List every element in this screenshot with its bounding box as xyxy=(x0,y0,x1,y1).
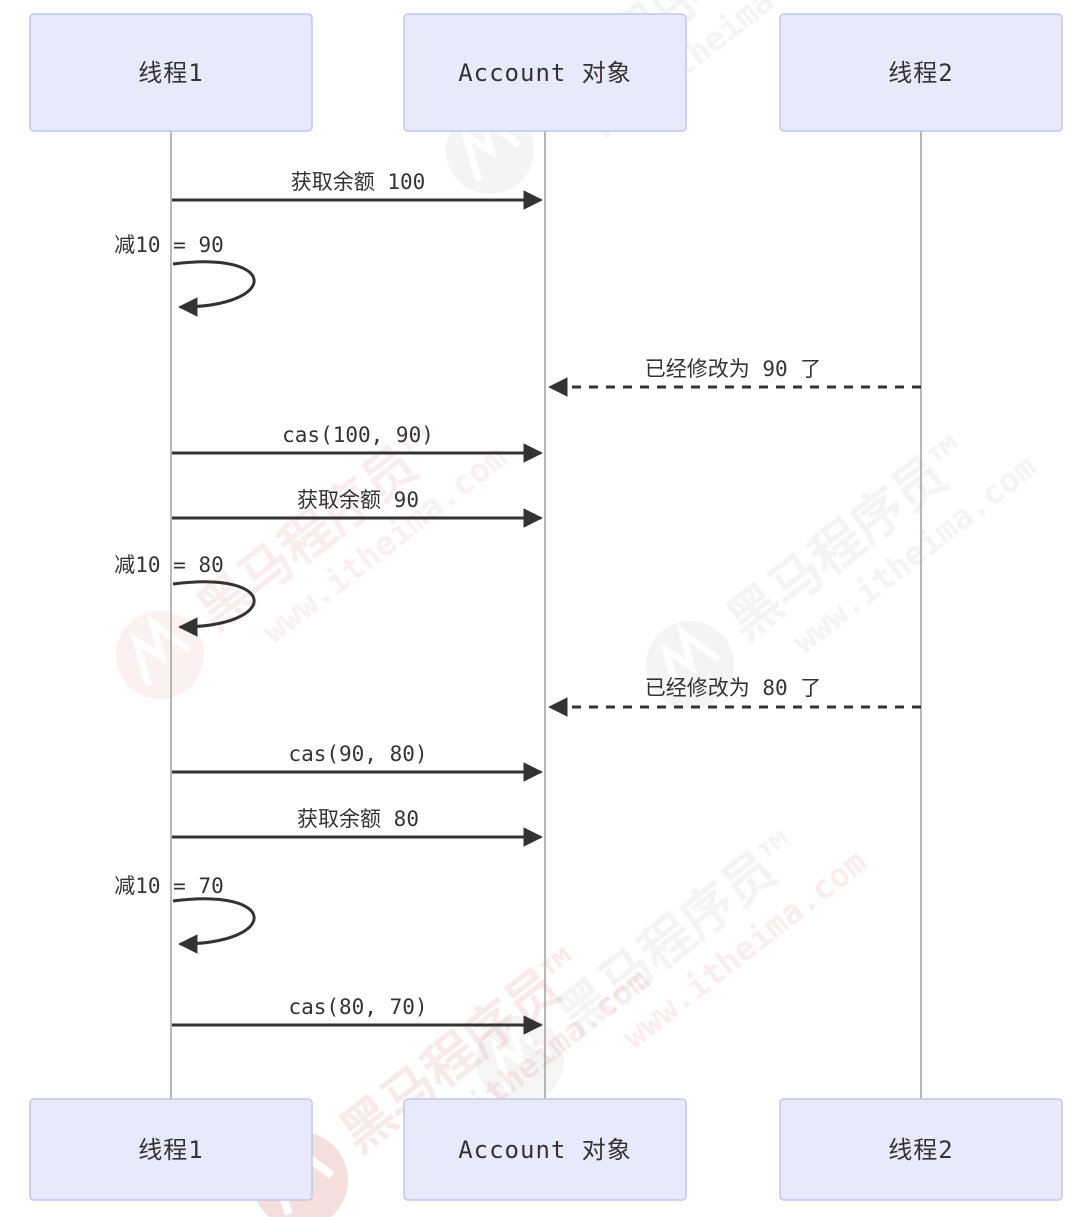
message-label-minus10-80: 减10 = 80 xyxy=(114,553,224,577)
actor-box-rect xyxy=(29,1098,313,1201)
actor-top-thread1: 线程1 xyxy=(29,13,313,132)
message-label-cas-100-90: cas(100, 90) xyxy=(282,423,434,447)
actor-bottom-account: Account 对象 xyxy=(403,1098,687,1201)
actor-box-rect xyxy=(29,13,313,132)
self-loop-arrow-minus10-80 xyxy=(172,580,256,637)
watermark-logo-flame-icon xyxy=(660,624,722,698)
message-label-get-balance-80: 获取余额 80 xyxy=(297,807,419,831)
message-label-get-balance-100: 获取余额 100 xyxy=(291,170,426,194)
message-label-minus10-90: 减10 = 90 xyxy=(114,233,224,257)
actor-label-thread2-bottom: 线程2 xyxy=(888,1136,953,1164)
actor-box-rect xyxy=(779,1098,1063,1201)
actor-label-thread2: 线程2 xyxy=(888,59,953,87)
actor-box-rect xyxy=(779,13,1063,132)
message-label-minus10-70: 减10 = 70 xyxy=(114,874,224,898)
actor-top-account: Account 对象 xyxy=(403,13,687,132)
actor-box-rect xyxy=(403,13,687,132)
actor-label-thread1-bottom: 线程1 xyxy=(138,1136,203,1164)
watermark-logo-flame-icon xyxy=(130,614,192,688)
watermark-logo-flame-icon xyxy=(490,1019,552,1093)
message-label-cas-90-80: cas(90, 80) xyxy=(288,742,427,766)
message-label-get-balance-90: 获取余额 90 xyxy=(297,488,419,512)
actor-box-rect xyxy=(403,1098,687,1201)
message-label-cas-80-70: cas(80, 70) xyxy=(288,995,427,1019)
message-label-modified-80: 已经修改为 80 了 xyxy=(645,676,822,700)
actor-label-thread1: 线程1 xyxy=(138,59,203,87)
self-loop-arrow-minus10-90 xyxy=(172,260,256,317)
actor-label-account: Account 对象 xyxy=(458,59,632,87)
message-label-modified-90: 已经修改为 90 了 xyxy=(645,357,822,381)
actor-bottom-thread2: 线程2 xyxy=(779,1098,1063,1201)
actor-top-thread2: 线程2 xyxy=(779,13,1063,132)
actor-bottom-thread1: 线程1 xyxy=(29,1098,313,1201)
self-loop-arrow-minus10-70 xyxy=(172,897,256,954)
watermark-layer: 黑马程序员™ www.itheima.com 黑马程序员™ www.itheim… xyxy=(116,0,1044,1217)
actor-label-account-bottom: Account 对象 xyxy=(458,1136,632,1164)
